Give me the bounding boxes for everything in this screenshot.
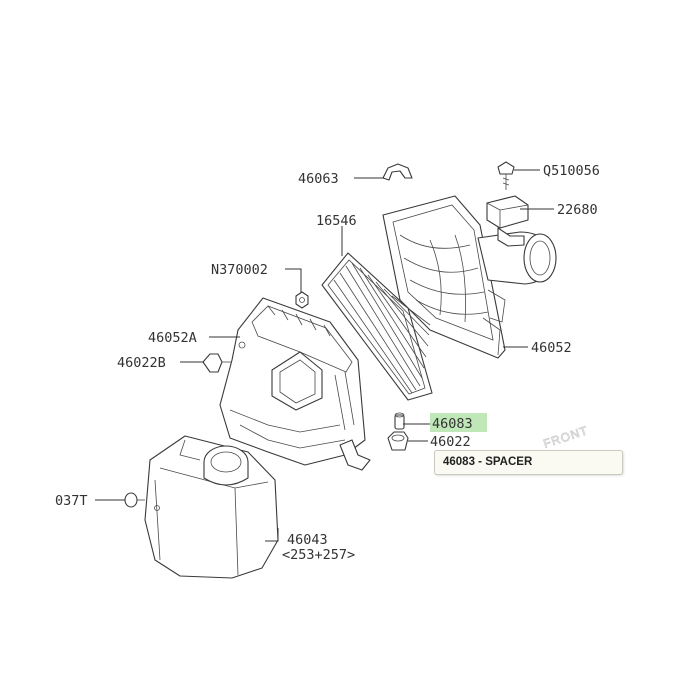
- label-46083[interactable]: 46083: [432, 416, 473, 432]
- air-cleaner-case-lower-drawing: [202, 297, 371, 471]
- tooltip-text: 46083 - SPACER: [443, 456, 533, 468]
- label-46043[interactable]: 46043: [287, 532, 328, 548]
- label-46052[interactable]: 46052: [531, 340, 572, 356]
- clip-drawing: [382, 163, 413, 181]
- label-46063[interactable]: 46063: [298, 171, 339, 187]
- leader-lines: [95, 169, 554, 542]
- cushion-drawing: [387, 431, 409, 451]
- part-tooltip: 46083 - SPACER: [434, 450, 623, 475]
- filter-element-drawing: [321, 252, 433, 401]
- air-cleaner-case-upper-drawing: [382, 195, 557, 359]
- label-16546[interactable]: 16546: [316, 213, 357, 229]
- screw-drawing: [497, 161, 515, 190]
- label-037T[interactable]: 037T: [55, 493, 88, 509]
- label-46052A[interactable]: 46052A: [148, 330, 197, 346]
- spacer-drawing: [394, 412, 405, 430]
- label-22680[interactable]: 22680: [557, 202, 598, 218]
- label-46022B[interactable]: 46022B: [117, 355, 166, 371]
- label-N370002[interactable]: N370002: [211, 262, 268, 278]
- air-flow-sensor-drawing: [486, 195, 529, 247]
- label-46022[interactable]: 46022: [430, 434, 471, 450]
- push-clip-drawing: [124, 492, 145, 508]
- part-labels: 46063 Q510056 22680 16546 N370002 46052A…: [55, 163, 600, 563]
- front-marker: FRONT: [542, 423, 590, 451]
- nut-drawing: [295, 291, 309, 309]
- resonator-chamber-drawing: [144, 435, 279, 579]
- highlight-46083: [430, 413, 487, 432]
- label-46043-note: <253+257>: [282, 547, 355, 563]
- label-Q510056[interactable]: Q510056: [543, 163, 600, 179]
